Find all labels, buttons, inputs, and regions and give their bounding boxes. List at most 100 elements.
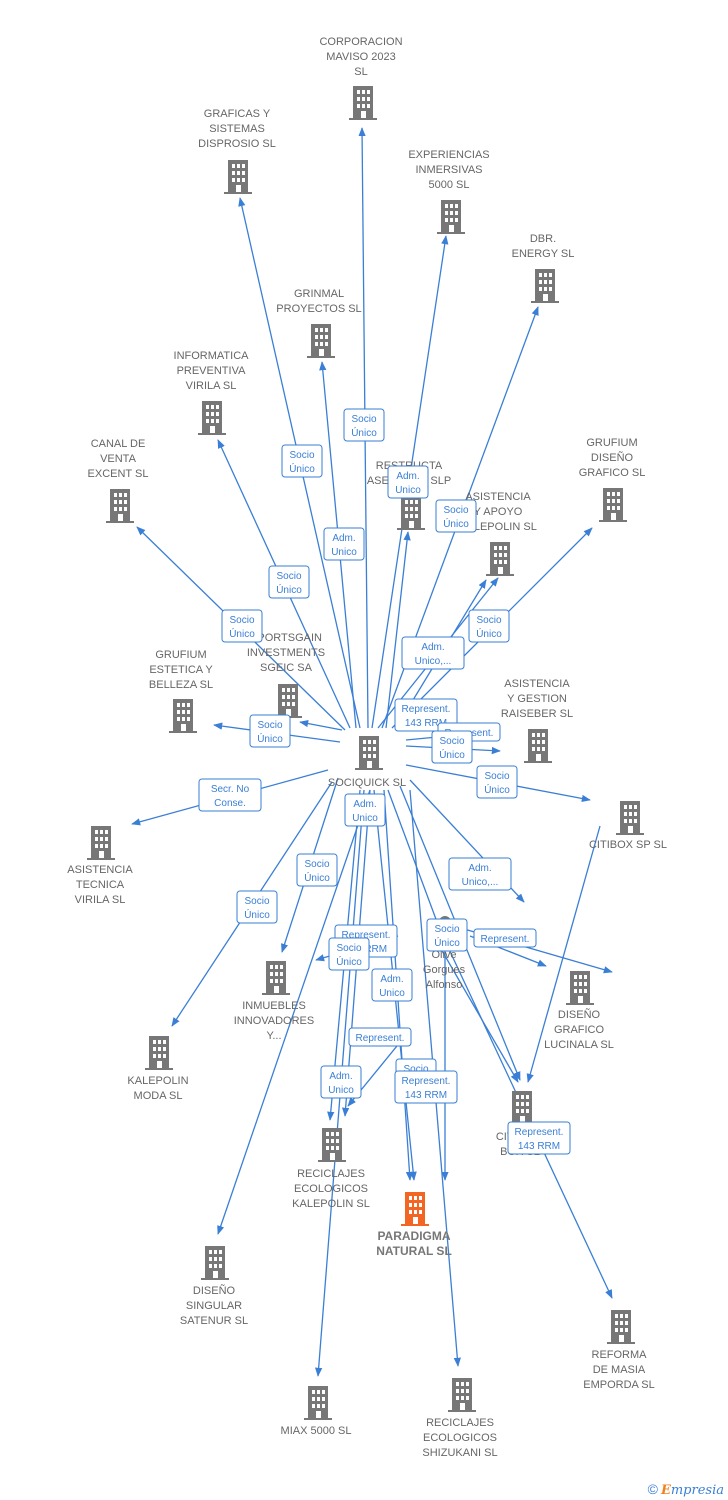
edge-label-box [236, 890, 278, 924]
edge-label-text: Conse. [214, 798, 246, 809]
edge-label-text: Adm. [396, 471, 419, 482]
node-label-line: DBR. [530, 233, 556, 245]
node-citibox[interactable]: CITIBOX SP SL [589, 801, 667, 851]
edge-label-e27[interactable]: Adm.Unico [320, 1065, 362, 1099]
node-label-line: DISEÑO [193, 1284, 236, 1297]
edge-label-text: Represent. [342, 930, 391, 941]
edge-label-text: Único [304, 871, 330, 884]
edge-label-e5[interactable]: Adm.Unico [323, 527, 365, 561]
node-miax[interactable]: MIAX 5000 SL [281, 1386, 352, 1437]
edge-label-text: Represent. [356, 1033, 405, 1044]
edge-label-text: Socio [476, 615, 501, 626]
node-label-line: DISPROSIO SL [198, 138, 276, 150]
edge-label-box [435, 499, 477, 533]
node-label-line: VIRILA SL [75, 894, 126, 906]
node-label: CITIBOX SP SL [589, 839, 667, 851]
edge-label-e18[interactable]: Adm.Unico,... [448, 857, 512, 891]
edge-label-box [198, 778, 262, 812]
building-icon [599, 488, 627, 522]
node-label-line: GRAFICO SL [579, 467, 646, 479]
node-label-line: VENTA [100, 453, 137, 465]
edge-label-text: Unico [395, 485, 421, 496]
building-icon [607, 1310, 635, 1344]
edge-label-box [323, 527, 365, 561]
edge-label-e30[interactable]: Represent.143 RRM [507, 1121, 571, 1155]
building-icon [224, 160, 252, 194]
edge-label-e17[interactable]: Adm.Unico [344, 793, 386, 827]
edge-label-e21[interactable]: Represent. [473, 928, 537, 948]
building-icon [401, 1192, 429, 1226]
edge-label-text: Único [443, 517, 469, 530]
node-label: MIAX 5000 SL [281, 1425, 352, 1437]
edge-label-text: Socio [276, 571, 301, 582]
edge-label-e3[interactable]: Adm. Unico [387, 465, 429, 499]
building-icon [262, 961, 290, 995]
edge-line-extra-1 [526, 825, 601, 1083]
node-dbr[interactable]: DBR.ENERGY SL [512, 233, 575, 303]
edge-label-text: Socio [403, 1064, 428, 1075]
edge-label-text: Socio [351, 414, 376, 425]
node-label-line: Olive [431, 949, 456, 961]
edge-label-box [268, 565, 310, 599]
node-label-line: INMERSIVAS [415, 164, 482, 176]
edge-label-text: Represent. [515, 1127, 564, 1138]
edge-label-box [344, 793, 386, 827]
node-label-line: GRINMAL [294, 288, 344, 300]
building-icon [616, 801, 644, 835]
building-icon [145, 1036, 173, 1070]
node-label-line: CORPORACION [319, 36, 402, 48]
edge-label-e29[interactable]: Represent.143 RRM [394, 1070, 458, 1104]
edge-label-text: Unico [331, 547, 357, 558]
edge-label-e9[interactable]: Adm.Unico,... [401, 636, 465, 670]
edge-label-text: Único [434, 936, 460, 949]
node-label-line: INNOVADORES [234, 1015, 314, 1027]
edge-label-text: Único [257, 732, 283, 745]
node-sociquick[interactable]: SOCIQUICK SL [328, 736, 406, 789]
brand-initial: E [660, 1483, 671, 1498]
edge-label-e24[interactable]: Adm.Unico [371, 968, 413, 1002]
edge-label-box [296, 853, 338, 887]
building-icon [524, 729, 552, 763]
node-label-line: SOCIQUICK SL [328, 777, 406, 789]
edge-label-e26[interactable]: Represent. [348, 1027, 412, 1047]
